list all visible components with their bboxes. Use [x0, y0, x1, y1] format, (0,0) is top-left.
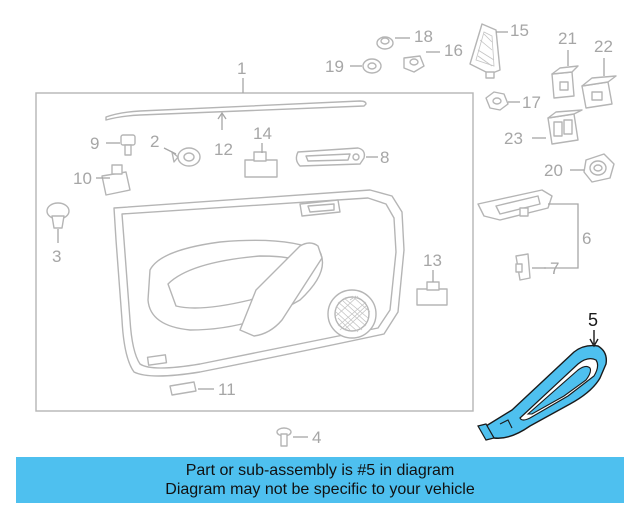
callout-7[interactable]: 7: [550, 259, 559, 278]
door-panel-frame: [35, 92, 474, 412]
banner-line-2: Diagram may not be specific to your vehi…: [165, 481, 475, 498]
callout-23[interactable]: 23: [504, 129, 523, 148]
leader-5-arrow: [589, 338, 599, 348]
part-22-switch: [581, 75, 617, 109]
callout-3[interactable]: 3: [52, 247, 61, 266]
part-19-clip: [362, 58, 382, 74]
leader-2: [163, 147, 177, 155]
callout-12[interactable]: 12: [214, 140, 233, 159]
part-7-bracket: [515, 253, 531, 281]
callout-1[interactable]: 1: [237, 59, 246, 78]
part-6-switch-bezel: [477, 189, 553, 221]
part-11-plate: [169, 381, 197, 396]
callout-22[interactable]: 22: [594, 37, 613, 56]
callout-6[interactable]: 6: [582, 229, 591, 248]
callout-4[interactable]: 4: [312, 428, 321, 447]
part-21-switch: [551, 65, 579, 99]
callout-20[interactable]: 20: [544, 161, 563, 180]
info-banner: Part or sub-assembly is #5 in diagram Di…: [16, 457, 624, 503]
part-4-screw: [276, 427, 292, 447]
part-10-bracket: [101, 164, 131, 196]
part-15-mirror-trim: [469, 23, 501, 79]
door-trim-panel: [113, 189, 405, 377]
callout-13[interactable]: 13: [423, 251, 442, 270]
callout-17[interactable]: 17: [522, 93, 541, 112]
part-13-bracket: [416, 281, 448, 306]
callout-21[interactable]: 21: [558, 29, 577, 48]
callout-11[interactable]: 11: [218, 380, 236, 399]
leader-6: [544, 203, 579, 269]
part-2-retainer: [171, 147, 201, 167]
leader-12-arrow: [217, 111, 227, 120]
part-5-armrest[interactable]: [477, 344, 608, 441]
part-3-push-pin: [46, 202, 70, 229]
banner-line-1: Part or sub-assembly is #5 in diagram: [185, 462, 455, 479]
part-8-inside-handle: [295, 147, 366, 167]
part-20-knob: [583, 153, 615, 183]
part-14-bracket: [244, 151, 278, 178]
callout-19[interactable]: 19: [325, 57, 344, 76]
callout-9[interactable]: 9: [90, 134, 99, 153]
callout-16[interactable]: 16: [444, 41, 463, 60]
part-23-window-switch: [547, 109, 583, 145]
callout-14[interactable]: 14: [253, 124, 272, 143]
callout-15[interactable]: 15: [510, 21, 529, 40]
callout-10[interactable]: 10: [73, 169, 92, 188]
part-9-clip: [120, 134, 136, 156]
part-17-nut: [485, 91, 509, 111]
callout-5[interactable]: 5: [588, 310, 598, 330]
part-16-fastener: [403, 55, 425, 73]
belt-molding: [105, 100, 367, 121]
callout-8[interactable]: 8: [380, 148, 389, 167]
callout-18[interactable]: 18: [414, 27, 433, 46]
callout-2[interactable]: 2: [150, 132, 159, 151]
part-18-grommet: [376, 36, 394, 50]
